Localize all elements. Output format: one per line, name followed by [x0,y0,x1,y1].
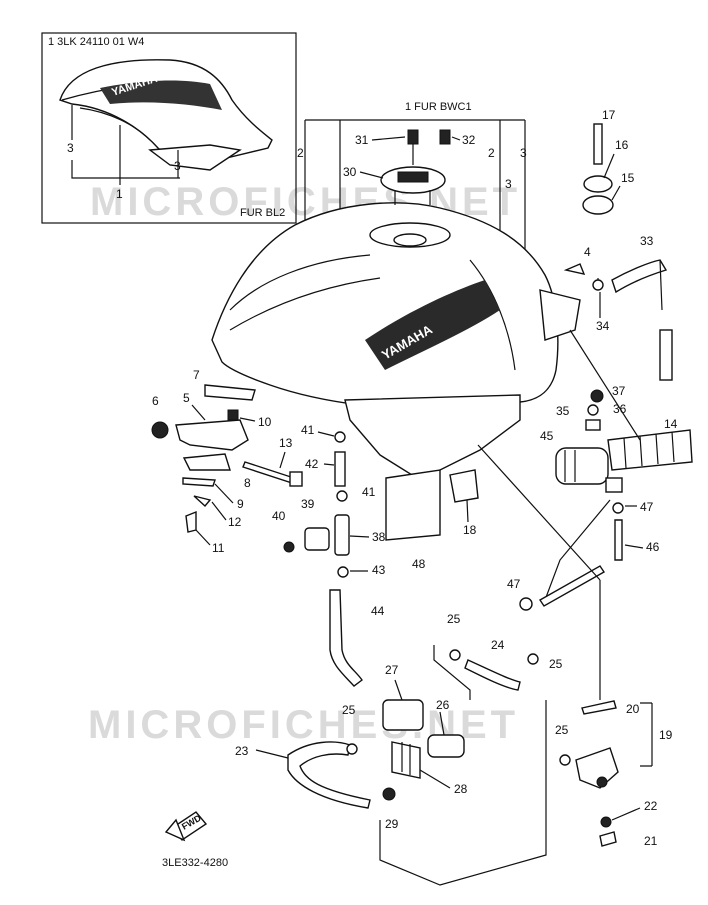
callout-10: 10 [258,415,272,429]
callout-23: 23 [235,744,249,758]
inset-callout-3a: 3 [67,141,74,155]
callout-4: 4 [584,245,591,259]
inset-callout-1: 1 [116,187,123,201]
callout-41a: 41 [301,423,315,437]
callout-2b: 2 [488,146,495,160]
callout-8: 8 [244,476,251,490]
callout-46: 46 [646,540,660,554]
callout-47a: 47 [507,577,521,591]
callout-11: 11 [212,541,225,555]
callout-9: 9 [237,497,244,511]
callout-45: 45 [540,429,554,443]
callout-41b: 41 [362,485,376,499]
callout-34: 34 [596,319,610,333]
callout-16: 16 [615,138,629,152]
callout-25a: 25 [447,612,461,626]
callout-12: 12 [228,515,242,529]
callout-35: 35 [556,404,570,418]
callout-44: 44 [371,604,385,618]
callout-3b: 3 [520,146,527,160]
callout-15: 15 [621,171,635,185]
callout-40: 40 [272,509,286,523]
inset-variant: FUR BL2 [240,207,285,219]
callout-14: 14 [664,417,678,431]
callout-48: 48 [412,557,426,571]
callout-3a: 3 [505,177,512,191]
callout-25d: 25 [555,723,569,737]
callout-30: 30 [343,165,357,179]
callout-38: 38 [372,530,386,544]
main-variant-label: 1 FUR BWC1 [405,101,472,113]
callout-18: 18 [463,523,477,537]
forward-arrow-icon [164,811,208,842]
callout-7: 7 [193,368,200,382]
callout-17: 17 [602,108,616,122]
callout-37: 37 [612,384,626,398]
callout-6: 6 [152,394,159,408]
callout-31: 31 [355,133,369,147]
callout-2a: 2 [297,146,304,160]
callout-36: 36 [613,402,627,416]
callout-26: 26 [436,698,450,712]
diagram-code: 3LE332-4280 [162,857,228,869]
callout-25b: 25 [549,657,563,671]
callout-42: 42 [305,457,319,471]
callout-33: 33 [640,234,654,248]
callout-24: 24 [491,638,505,652]
callout-13: 13 [279,436,293,450]
inset-code: 1 3LK 24110 01 W4 [48,36,144,48]
callout-25c: 25 [342,703,356,717]
fuel-pump [555,447,623,493]
callout-32: 32 [462,133,476,147]
inset-callout-3b: 3 [174,159,181,173]
callout-29: 29 [385,817,399,831]
callout-5: 5 [183,391,190,405]
callout-39: 39 [301,497,315,511]
inset-panel: 1 3LK 24110 01 W4 FUR BL2 YAMAHA 3 3 1 [41,32,297,224]
callout-27: 27 [385,663,399,677]
callout-47b: 47 [640,500,654,514]
callout-21: 21 [644,834,658,848]
fuel-tank: YAMAHA [211,202,581,481]
callout-28: 28 [454,782,468,796]
callout-20: 20 [626,702,640,716]
callout-19: 19 [659,728,673,742]
callout-22: 22 [644,799,658,813]
filler-cap [380,166,446,205]
callout-43: 43 [372,563,386,577]
